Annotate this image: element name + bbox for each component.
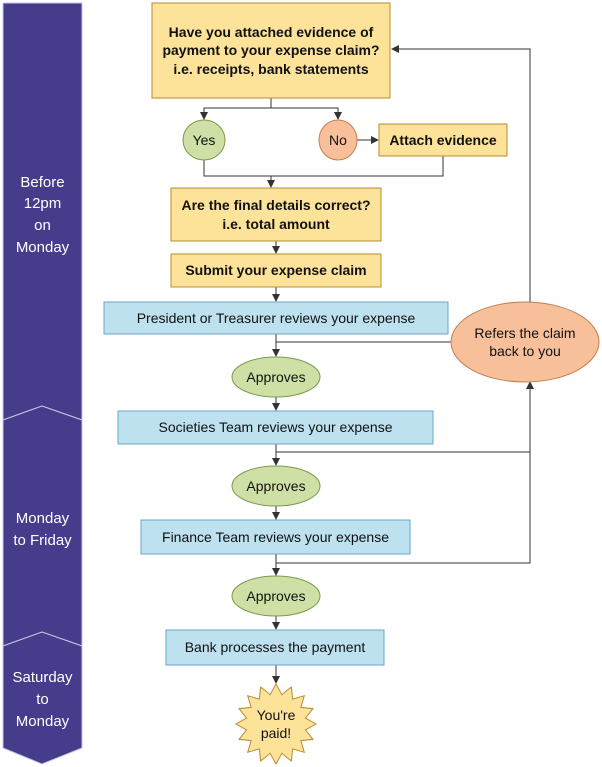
approves-1-ellipse (231, 356, 321, 398)
timeline-phase-saturday-monday: Saturday to Monday (12, 669, 73, 730)
societies-review-box (117, 410, 434, 445)
finance-review-label: Finance Team reviews your expense (162, 528, 389, 545)
approves-3-ellipse (231, 575, 321, 617)
submit-claim-label: Submit your expense claim (185, 262, 367, 279)
no-circle (318, 119, 358, 161)
details-question-label: Are the final details correct? i.e. tota… (181, 197, 371, 232)
timeline-segment-3 (2, 631, 83, 765)
evidence-question-box (151, 2, 391, 99)
president-review-box (103, 301, 449, 335)
approves-1-label: Approves (246, 368, 306, 385)
approves-3-label: Approves (246, 587, 306, 604)
submit-claim-box (170, 253, 382, 288)
yes-circle (182, 119, 226, 161)
timeline-phase-monday-friday: Monday to Friday (13, 510, 72, 549)
finance-review-box (140, 519, 411, 555)
paid-label: You're paid! (256, 706, 296, 741)
attach-evidence-label: Attach evidence (389, 131, 497, 148)
refer-back-label: Refers the claim back to you (474, 324, 576, 359)
evidence-question-label: Have you attached evidence of payment to… (162, 24, 380, 77)
paid-starburst (234, 682, 318, 766)
connectors (200, 45, 534, 684)
details-question-box (170, 187, 382, 242)
no-label: No (329, 131, 347, 148)
approves-2-label: Approves (246, 477, 306, 494)
approves-2-ellipse (231, 465, 321, 507)
refer-back-ellipse (450, 301, 600, 383)
attach-evidence-box (378, 123, 508, 157)
bank-process-box (165, 629, 385, 666)
societies-review-label: Societies Team reviews your expense (158, 419, 393, 436)
timeline-bar (2, 2, 83, 765)
timeline-phase-before-monday: Before 12pm on Monday (15, 173, 70, 256)
bank-process-label: Bank processes the payment (184, 639, 366, 656)
president-review-label: President or Treasurer reviews your expe… (136, 309, 416, 326)
yes-label: Yes (192, 131, 216, 148)
